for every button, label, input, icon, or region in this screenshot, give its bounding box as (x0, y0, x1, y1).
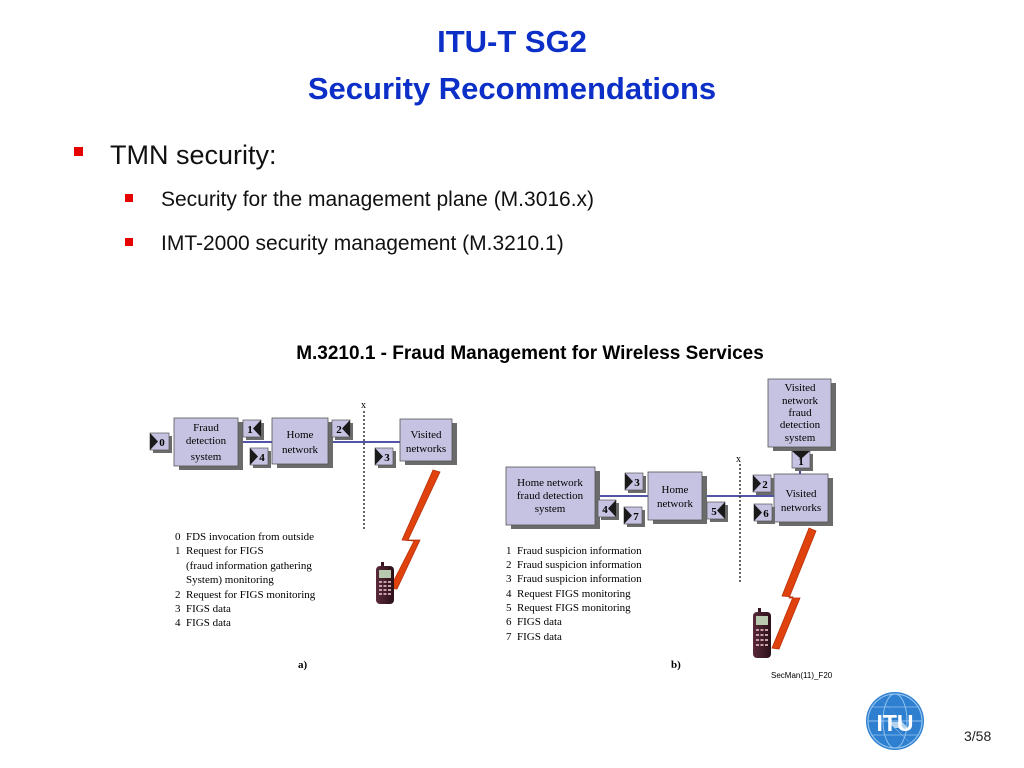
a-tag-1: 1 (242, 419, 264, 440)
svg-text:1 Fraud suspicion information: 1 Fraud suspicion information (506, 545, 642, 557)
svg-text:fraud: fraud (788, 407, 812, 419)
b-tag-1: 1 (791, 450, 813, 471)
svg-text:5: 5 (711, 506, 717, 518)
bullet-imt2000: IMT-2000 security management (M.3210.1) (161, 232, 564, 255)
b-tag-6: 6 (753, 503, 775, 524)
a-tag-0: 0 (149, 432, 172, 453)
slide-title-line1: ITU-T SG2 (437, 24, 587, 59)
svg-text:2 Fraud suspicion information: 2 Fraud suspicion information (506, 559, 642, 571)
svg-text:3: 3 (384, 452, 390, 464)
a-home-network-box: Home network (271, 417, 333, 468)
svg-text:(fraud information gathering: (fraud information gathering (175, 560, 312, 572)
a-tag-4: 4 (249, 447, 271, 468)
svg-text:system: system (535, 503, 566, 515)
b-home-network-box: Home network (647, 471, 707, 524)
a-fds-label-2: detection (186, 435, 227, 447)
svg-text:7: 7 (633, 511, 639, 523)
b-tag-2: 2 (752, 474, 774, 495)
b-visited-fds-box: Visited network fraud detection system (767, 378, 836, 451)
b-legend: 1 Fraud suspicion information 2 Fraud su… (506, 545, 642, 643)
svg-text:system: system (785, 432, 816, 444)
svg-text:Home: Home (662, 484, 689, 496)
bullet-management-plane: Security for the management plane (M.301… (161, 188, 595, 211)
a-home-label-2: network (282, 444, 319, 456)
svg-text:6 FIGS data: 6 FIGS data (506, 616, 562, 628)
svg-text:0: 0 (159, 437, 165, 449)
svg-text:Visited: Visited (784, 382, 816, 394)
svg-text:4: 4 (259, 452, 265, 464)
a-tag-3: 3 (374, 447, 396, 468)
b-diagram-label: b) (671, 659, 681, 671)
itu-logo: ITU (866, 690, 924, 752)
svg-text:6: 6 (763, 508, 769, 520)
b-boundary-marker: x (736, 454, 741, 465)
svg-text:ITU: ITU (876, 710, 913, 736)
svg-text:System) monitoring: System) monitoring (175, 574, 274, 586)
b-tag-4: 4 (597, 499, 619, 520)
b-home-fds-box: Home network fraud detection system (505, 466, 600, 529)
b-tag-3: 3 (624, 472, 646, 493)
a-home-label-1: Home (287, 429, 314, 441)
a-diagram-label: a) (298, 659, 308, 671)
b-tag-5: 5 (706, 501, 728, 522)
svg-text:fraud detection: fraud detection (517, 490, 584, 502)
svg-text:2: 2 (762, 479, 768, 491)
bullet-marker (74, 147, 83, 156)
svg-text:4 FIGS data: 4 FIGS data (175, 617, 231, 629)
a-fraud-detection-box: Fraud detection system (173, 417, 243, 470)
a-radio-link-lightning (389, 469, 441, 590)
svg-text:1 Request for FIGS: 1 Request for FIGS (175, 545, 264, 557)
a-mobile-phone-icon (376, 562, 394, 604)
svg-text:Visited: Visited (785, 488, 817, 500)
svg-text:network: network (657, 498, 694, 510)
svg-text:1: 1 (247, 424, 253, 436)
b-visited-networks-box: Visited networks (773, 473, 833, 526)
page-number: 3/58 (964, 728, 992, 744)
bullet-marker (125, 238, 133, 246)
svg-text:3: 3 (634, 477, 640, 489)
b-tag-7: 7 (623, 506, 645, 527)
svg-text:4 Request FIGS monitoring: 4 Request FIGS monitoring (506, 588, 631, 600)
svg-text:4: 4 (602, 504, 608, 516)
a-boundary-marker: x (361, 400, 366, 411)
bullet-tmn-security: TMN security: (110, 140, 277, 170)
a-visited-networks-box: Visited networks (399, 418, 457, 465)
figure-reference: SecMan(11)_F20 (771, 671, 833, 680)
a-visited-label-1: Visited (410, 429, 442, 441)
svg-text:Home network: Home network (517, 477, 583, 489)
b-radio-link-lightning (771, 527, 817, 650)
figure-caption: M.3210.1 - Fraud Management for Wireless… (296, 343, 764, 364)
svg-text:0 FDS invocation from outside: 0 FDS invocation from outside (175, 531, 314, 543)
svg-text:detection: detection (780, 419, 821, 431)
svg-text:3 FIGS data: 3 FIGS data (175, 603, 231, 615)
b-mobile-phone-icon (753, 608, 771, 658)
svg-text:5 Request FIGS monitoring: 5 Request FIGS monitoring (506, 602, 631, 614)
svg-text:2 Request for FIGS monitoring: 2 Request for FIGS monitoring (175, 589, 316, 601)
svg-text:2: 2 (336, 424, 342, 436)
slide-title-line2: Security Recommendations (307, 71, 717, 106)
a-fds-label-3: system (191, 451, 222, 463)
a-visited-label-2: networks (406, 443, 446, 455)
a-tag-2: 2 (331, 419, 353, 440)
svg-text:networks: networks (781, 502, 821, 514)
svg-text:7 FIGS data: 7 FIGS data (506, 631, 562, 643)
svg-text:network: network (782, 395, 819, 407)
bullet-marker (125, 194, 133, 202)
svg-text:3 Fraud suspicion information: 3 Fraud suspicion information (506, 573, 642, 585)
svg-text:1: 1 (798, 456, 804, 468)
a-legend: 0 FDS invocation from outside 1 Request … (175, 531, 316, 629)
a-fds-label-1: Fraud (193, 422, 219, 434)
